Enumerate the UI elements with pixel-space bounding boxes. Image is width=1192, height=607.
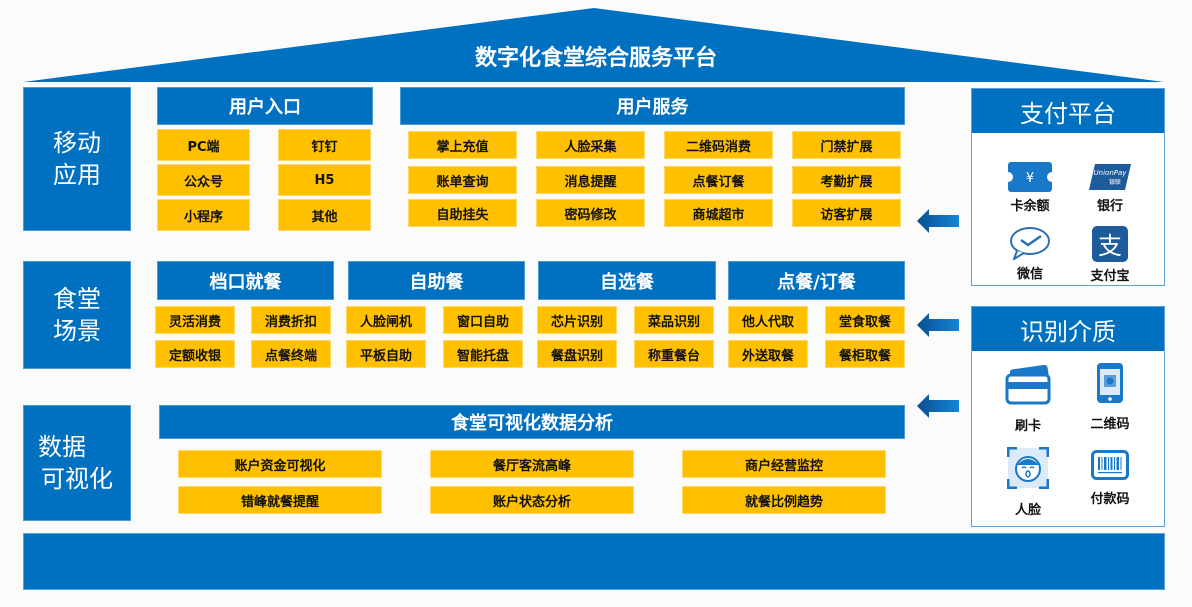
scene-item[interactable]: 智能托盘 bbox=[443, 340, 523, 368]
recognition-item-face[interactable]: 人脸 bbox=[993, 447, 1063, 518]
scene-item[interactable]: 人脸闸机 bbox=[346, 306, 426, 334]
row-label-line: 移动 bbox=[53, 129, 101, 157]
user-service-item[interactable]: 密码修改 bbox=[536, 199, 645, 227]
payment-item-alipay[interactable]: 支 支付宝 bbox=[1075, 226, 1145, 284]
data-item[interactable]: 账户资金可视化 bbox=[178, 450, 382, 478]
payment-platform-panel: 支付平台 ¥ 卡余额 UnionPay 银联 银行 微信 支 支付宝 bbox=[971, 88, 1165, 286]
unionpay-icon: UnionPay 银联 bbox=[1089, 164, 1131, 190]
card-balance-icon: ¥ bbox=[1008, 162, 1052, 192]
user-service-item[interactable]: 消息提醒 bbox=[536, 166, 645, 194]
scene-item[interactable]: 菜品识别 bbox=[634, 306, 714, 334]
scene-item[interactable]: 餐盘识别 bbox=[537, 340, 617, 368]
user-service-item[interactable]: 人脸采集 bbox=[536, 131, 645, 159]
user-entry-item[interactable]: 钉钉 bbox=[278, 129, 371, 161]
user-service-item[interactable]: 门禁扩展 bbox=[792, 131, 901, 159]
page-title: 数字化食堂综合服务平台 bbox=[474, 46, 717, 71]
scene-item[interactable]: 点餐终端 bbox=[251, 340, 331, 368]
roof-banner bbox=[23, 8, 1164, 82]
user-entry-header: 用户入口 bbox=[157, 87, 373, 125]
user-service-item[interactable]: 商城超市 bbox=[664, 199, 773, 227]
user-service-item[interactable]: 访客扩展 bbox=[792, 199, 901, 227]
scene-group-header: 点餐/订餐 bbox=[728, 261, 905, 300]
scene-item[interactable]: 定额收银 bbox=[155, 340, 235, 368]
scene-group-header: 档口就餐 bbox=[157, 261, 334, 300]
payment-item-wechat[interactable]: 微信 bbox=[995, 226, 1065, 282]
arrow-left-icon bbox=[917, 394, 959, 418]
row-label-mobile: 移动 应用 bbox=[23, 87, 131, 231]
scene-item[interactable]: 堂食取餐 bbox=[825, 306, 905, 334]
data-item[interactable]: 就餐比例趋势 bbox=[682, 486, 886, 514]
data-analysis-header: 食堂可视化数据分析 bbox=[159, 405, 905, 439]
user-entry-item[interactable]: H5 bbox=[278, 164, 371, 196]
scene-item[interactable]: 餐柜取餐 bbox=[825, 340, 905, 368]
arrow-left-icon bbox=[917, 313, 959, 337]
scene-group-header: 自选餐 bbox=[538, 261, 716, 300]
recognition-media-header: 识别介质 bbox=[972, 307, 1164, 351]
data-item[interactable]: 商户经营监控 bbox=[682, 450, 886, 478]
row-label-line: 应用 bbox=[53, 161, 101, 189]
svg-text:支: 支 bbox=[1098, 232, 1122, 260]
recognition-item-qrcode[interactable]: 二维码 bbox=[1075, 362, 1145, 432]
scene-group-header: 自助餐 bbox=[348, 261, 525, 300]
wechat-icon bbox=[1010, 227, 1050, 260]
recognition-item-card[interactable]: 刷卡 bbox=[993, 365, 1063, 434]
scene-item[interactable]: 外送取餐 bbox=[728, 340, 808, 368]
payment-item-card-balance[interactable]: ¥ 卡余额 bbox=[995, 162, 1065, 214]
user-service-header: 用户服务 bbox=[400, 87, 905, 125]
scene-item[interactable]: 芯片识别 bbox=[537, 306, 617, 334]
alipay-icon: 支 bbox=[1092, 226, 1128, 262]
scene-item[interactable]: 消费折扣 bbox=[251, 306, 331, 334]
scene-item[interactable]: 称重餐台 bbox=[634, 340, 714, 368]
svg-text:UnionPay: UnionPay bbox=[1094, 169, 1128, 177]
row-label-line: 食堂 bbox=[53, 285, 101, 313]
data-item[interactable]: 账户状态分析 bbox=[430, 486, 634, 514]
face-recognition-icon bbox=[1007, 447, 1049, 489]
recognition-media-panel: 识别介质 刷卡 二维码 人脸 bbox=[971, 306, 1165, 527]
recognition-item-paycode[interactable]: 付款码 bbox=[1075, 450, 1145, 507]
row-label-line: 场景 bbox=[53, 317, 101, 345]
user-service-item[interactable]: 点餐订餐 bbox=[664, 166, 773, 194]
user-service-item[interactable]: 掌上充值 bbox=[408, 131, 517, 159]
data-item[interactable]: 餐厅客流高峰 bbox=[430, 450, 634, 478]
payment-item-bank[interactable]: UnionPay 银联 银行 bbox=[1075, 162, 1145, 214]
scene-item[interactable]: 他人代取 bbox=[728, 306, 808, 334]
user-entry-item[interactable]: 小程序 bbox=[157, 199, 250, 231]
row-label-data: 数据 可视化 bbox=[23, 405, 131, 521]
user-service-item[interactable]: 账单查询 bbox=[408, 166, 517, 194]
barcode-icon bbox=[1091, 450, 1129, 480]
user-service-item[interactable]: 二维码消费 bbox=[664, 131, 773, 159]
foundation-bar bbox=[23, 533, 1165, 590]
arrow-left-icon bbox=[917, 209, 959, 233]
svg-text:银联: 银联 bbox=[1109, 178, 1121, 186]
user-service-item[interactable]: 自助挂失 bbox=[408, 199, 517, 227]
scene-item[interactable]: 灵活消费 bbox=[155, 306, 235, 334]
user-entry-item[interactable]: 其他 bbox=[278, 199, 371, 231]
row-label-scene: 食堂 场景 bbox=[23, 261, 131, 369]
qrcode-phone-icon bbox=[1097, 363, 1123, 403]
user-entry-item[interactable]: PC端 bbox=[157, 129, 250, 161]
payment-platform-header: 支付平台 bbox=[972, 89, 1164, 133]
scene-item[interactable]: 平板自助 bbox=[346, 340, 426, 368]
row-label-line: 数据 bbox=[38, 433, 86, 461]
row-label-line: 可视化 bbox=[41, 465, 113, 493]
scene-item[interactable]: 窗口自助 bbox=[443, 306, 523, 334]
user-service-item[interactable]: 考勤扩展 bbox=[792, 166, 901, 194]
card-swipe-icon bbox=[1005, 365, 1051, 405]
data-item[interactable]: 错峰就餐提醒 bbox=[178, 486, 382, 514]
svg-text:¥: ¥ bbox=[1026, 171, 1034, 186]
user-entry-item[interactable]: 公众号 bbox=[157, 164, 250, 196]
